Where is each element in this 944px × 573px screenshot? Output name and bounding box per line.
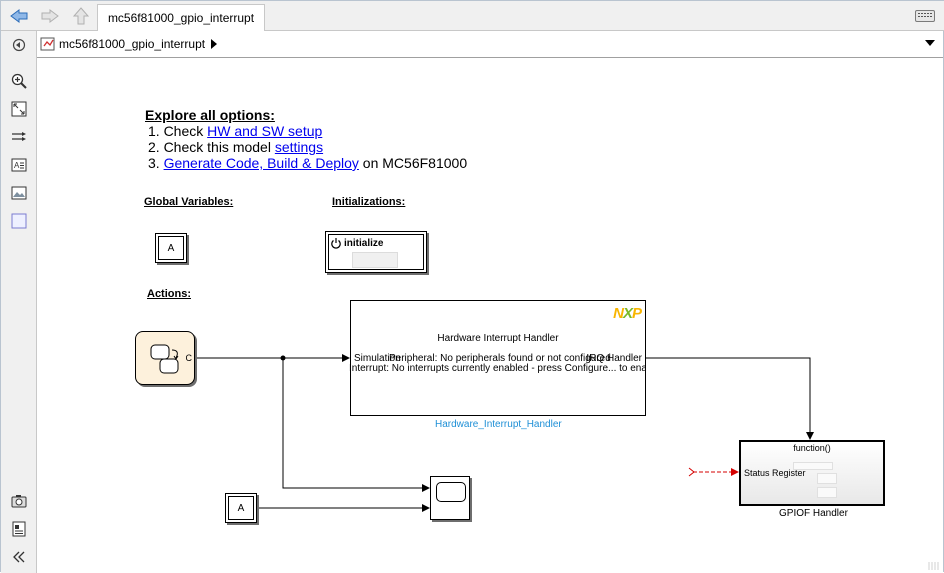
hide-explorer-button[interactable]: [9, 35, 29, 55]
collapse-toolbar-button[interactable]: [9, 547, 29, 567]
back-arrow-icon: [10, 9, 28, 23]
note-item: 1. Check HW and SW setup: [145, 123, 467, 139]
signal-lines: [197, 354, 814, 512]
note-item-text: 1. Check: [148, 123, 208, 139]
actions-label: Actions:: [147, 288, 191, 300]
forward-arrow-icon: [41, 9, 59, 23]
generate-code-link[interactable]: Generate Code, Build & Deploy: [163, 155, 359, 171]
area-icon: [11, 213, 27, 229]
scope-screen-icon: [436, 482, 466, 502]
scope-block[interactable]: [430, 476, 470, 520]
preview-shape: [793, 462, 833, 470]
block-text: A: [237, 502, 245, 514]
note-item: 3. Generate Code, Build & Deploy on MC56…: [145, 155, 467, 171]
tab-model[interactable]: mc56f81000_gpio_interrupt: [97, 4, 265, 31]
keyboard-icon[interactable]: [915, 10, 935, 22]
preview-shape: [817, 473, 837, 484]
initialize-title: initialize: [344, 238, 384, 249]
annotation-button[interactable]: A: [9, 155, 29, 175]
report-icon: [12, 521, 26, 537]
data-store-read-block[interactable]: A: [225, 493, 257, 523]
hwih-title: Hardware Interrupt Handler: [437, 333, 559, 344]
image-button[interactable]: [9, 183, 29, 203]
hw-sw-setup-link[interactable]: HW and SW setup: [207, 123, 323, 139]
initializations-label: Initializations:: [332, 196, 406, 208]
gpiof-block-name[interactable]: GPIOF Handler: [779, 508, 848, 519]
model-icon: [40, 37, 55, 51]
route-lines-button[interactable]: [9, 127, 29, 147]
address-dropdown-icon[interactable]: [925, 40, 935, 46]
hwih-block-name[interactable]: Hardware_Interrupt_Handler: [435, 419, 562, 430]
initialize-block[interactable]: initialize: [325, 231, 427, 273]
up-button[interactable]: [69, 5, 93, 27]
note-item-text: 3.: [148, 155, 164, 171]
double-chevron-left-icon: [13, 551, 25, 563]
hwih-input-port-label: Simulation: [354, 353, 401, 364]
breadcrumb-arrow-icon[interactable]: [211, 39, 218, 49]
global-variables-label: Global Variables:: [144, 196, 234, 208]
gpiof-handler-block[interactable]: function() Status Register: [739, 440, 885, 506]
resize-grip-icon[interactable]: [927, 559, 941, 571]
hwih-peripheral-status: Peripheral: No peripherals found or not …: [389, 353, 611, 364]
left-toolbar: A: [1, 31, 37, 573]
preview-shape: [817, 487, 837, 498]
block-border: [328, 234, 424, 270]
hwih-output-port-label: IRQ Handler: [586, 353, 642, 364]
nxp-logo: NXP: [613, 305, 642, 322]
status-register-port-label: Status Register: [744, 468, 806, 478]
note-item: 2. Check this model settings: [145, 139, 467, 155]
route-lines-icon: [12, 132, 26, 141]
up-arrow-icon: [72, 7, 90, 25]
signal-hwih-to-gpio: [645, 357, 814, 440]
model-canvas[interactable]: Explore all options: 1. Check HW and SW …: [37, 59, 943, 573]
zoom-icon: [11, 73, 27, 89]
chart-output-port: C: [185, 353, 193, 363]
signal-branch-to-scope: [282, 358, 430, 492]
address-bar: mc56f81000_gpio_interrupt: [37, 31, 943, 58]
block-text: A: [167, 242, 175, 254]
camera-icon: [11, 495, 27, 508]
initialize-preview: [352, 252, 398, 268]
forward-button[interactable]: [38, 5, 62, 27]
stateflow-chart-block[interactable]: C: [135, 331, 195, 385]
text-annotation-icon: A: [11, 158, 27, 172]
settings-link[interactable]: settings: [274, 139, 324, 155]
hardware-interrupt-handler-block[interactable]: NXP Hardware Interrupt Handler Simulatio…: [349, 300, 646, 416]
tab-bar: mc56f81000_gpio_interrupt: [1, 1, 944, 31]
note-item-suffix: on MC56F81000: [358, 155, 468, 171]
explore-options-note: Explore all options: 1. Check HW and SW …: [145, 107, 467, 171]
note-item-text: 2. Check this model: [148, 139, 275, 155]
screenshot-button[interactable]: [9, 491, 29, 511]
hwih-interrupt-status: Interrupt: No interrupts currently enabl…: [349, 363, 645, 374]
function-call-port-label: function(): [793, 443, 831, 453]
note-heading: Explore all options:: [145, 107, 275, 123]
area-button[interactable]: [9, 211, 29, 231]
unconnected-chevron-icon: [688, 467, 695, 477]
breadcrumb-model[interactable]: mc56f81000_gpio_interrupt: [59, 37, 206, 51]
state-chart-icon: [150, 344, 179, 374]
svg-text:A: A: [14, 161, 20, 170]
fit-to-view-button[interactable]: [9, 99, 29, 119]
back-button[interactable]: [7, 5, 31, 27]
power-icon: [331, 238, 341, 249]
image-icon: [11, 186, 27, 200]
circle-arrow-icon: [12, 38, 26, 52]
zoom-in-button[interactable]: [9, 71, 29, 91]
property-inspector-button[interactable]: [9, 519, 29, 539]
fit-view-icon: [11, 101, 27, 117]
data-store-block[interactable]: A: [155, 233, 187, 263]
